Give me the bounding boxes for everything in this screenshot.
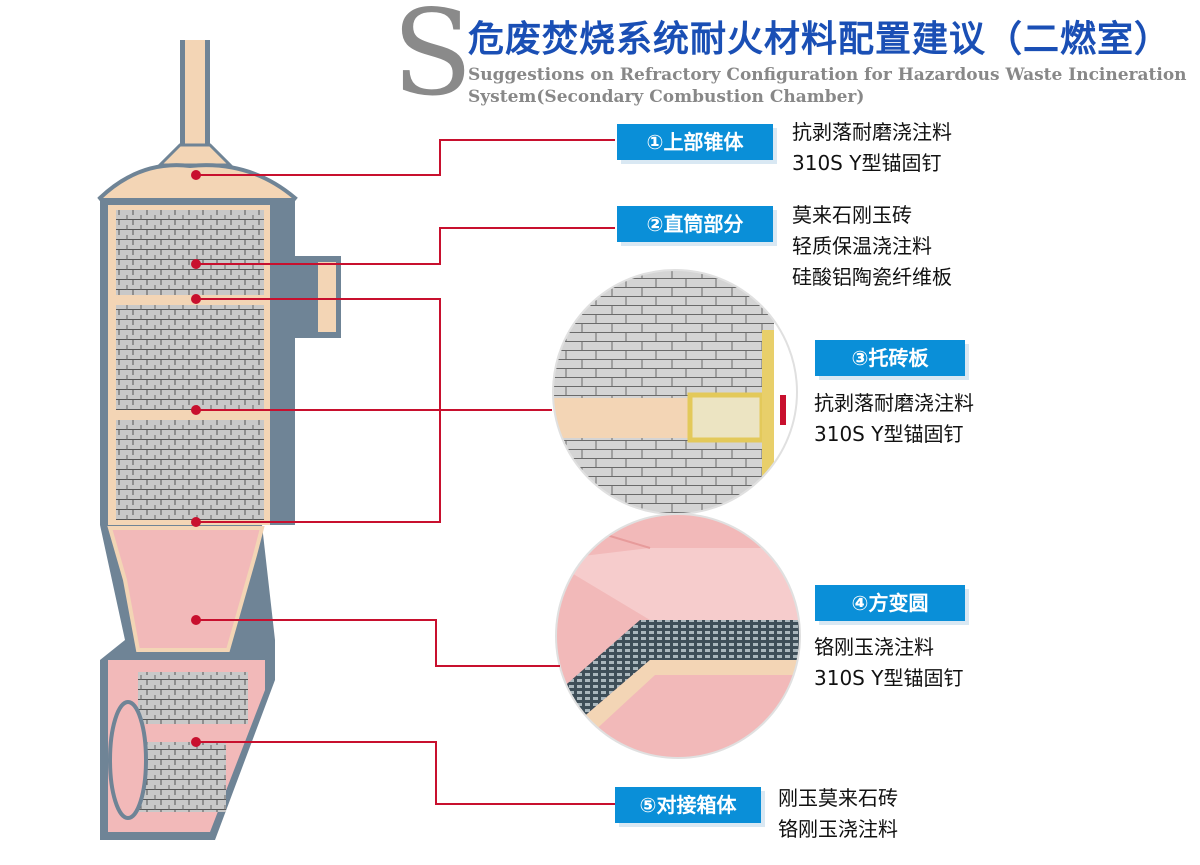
material-item: 硅酸铝陶瓷纤维板 bbox=[792, 265, 952, 289]
support-plate-2 bbox=[108, 410, 270, 420]
materials-support-plate: 抗剥落耐磨浇注料 310S Y型锚固钉 bbox=[814, 388, 974, 450]
chimney-taper bbox=[156, 143, 234, 167]
materials-box-body: 刚玉莫来石砖 铬刚玉浇注料 bbox=[778, 783, 898, 845]
material-item: 310S Y型锚固钉 bbox=[792, 151, 942, 175]
material-item: 抗剥落耐磨浇注料 bbox=[792, 120, 952, 144]
brick-band-2 bbox=[116, 305, 264, 410]
tag-straight-section: ②直筒部分 bbox=[617, 206, 773, 242]
material-item: 310S Y型锚固钉 bbox=[814, 666, 964, 690]
page-title: 危废焚烧系统耐火材料配置建议（二燃室） bbox=[468, 19, 1172, 60]
support-plate-1 bbox=[108, 295, 270, 305]
box-brick-1 bbox=[138, 672, 248, 724]
box-opening bbox=[108, 700, 148, 820]
materials-straight-section: 莫来石刚玉砖 轻质保温浇注料 硅酸铝陶瓷纤维板 bbox=[792, 200, 952, 293]
material-item: 铬刚玉浇注料 bbox=[814, 635, 934, 659]
detail-support-plate bbox=[553, 270, 797, 514]
material-item: 310S Y型锚固钉 bbox=[814, 422, 964, 446]
leader-2 bbox=[196, 227, 615, 265]
material-item: 轻质保温浇注料 bbox=[792, 234, 932, 258]
leader-lines bbox=[196, 139, 615, 805]
material-item: 铬刚玉浇注料 bbox=[778, 817, 898, 841]
leader-5 bbox=[196, 741, 615, 805]
material-item: 莫来石刚玉砖 bbox=[792, 203, 912, 227]
brick-band-1 bbox=[116, 210, 264, 295]
chimney-inner bbox=[185, 40, 205, 148]
box-brick-2 bbox=[138, 742, 226, 812]
tag-support-plate: ③托砖板 bbox=[815, 340, 965, 376]
material-item: 抗剥落耐磨浇注料 bbox=[814, 391, 974, 415]
logo-letter: S bbox=[392, 0, 473, 122]
page-subtitle: Suggestions on Refractory Configuration … bbox=[468, 64, 1187, 108]
material-item: 刚玉莫来石砖 bbox=[778, 786, 898, 810]
tag-box-body: ⑤对接箱体 bbox=[615, 787, 761, 823]
subtitle-line-1: Suggestions on Refractory Configuration … bbox=[468, 65, 1187, 85]
brick-band-3 bbox=[116, 420, 264, 520]
leader-1 bbox=[196, 139, 615, 176]
tag-upper-cone: ①上部锥体 bbox=[617, 124, 773, 160]
detail-square-to-round bbox=[556, 514, 800, 758]
leader-dots bbox=[191, 170, 201, 747]
leader-4 bbox=[196, 619, 560, 667]
tag-square-to-round: ④方变圆 bbox=[815, 585, 965, 621]
side-duct-lining bbox=[318, 262, 336, 332]
subtitle-line-2: System(Secondary Combustion Chamber) bbox=[468, 87, 865, 107]
materials-square-to-round: 铬刚玉浇注料 310S Y型锚固钉 bbox=[814, 632, 963, 694]
materials-upper-cone: 抗剥落耐磨浇注料 310S Y型锚固钉 bbox=[792, 117, 952, 179]
